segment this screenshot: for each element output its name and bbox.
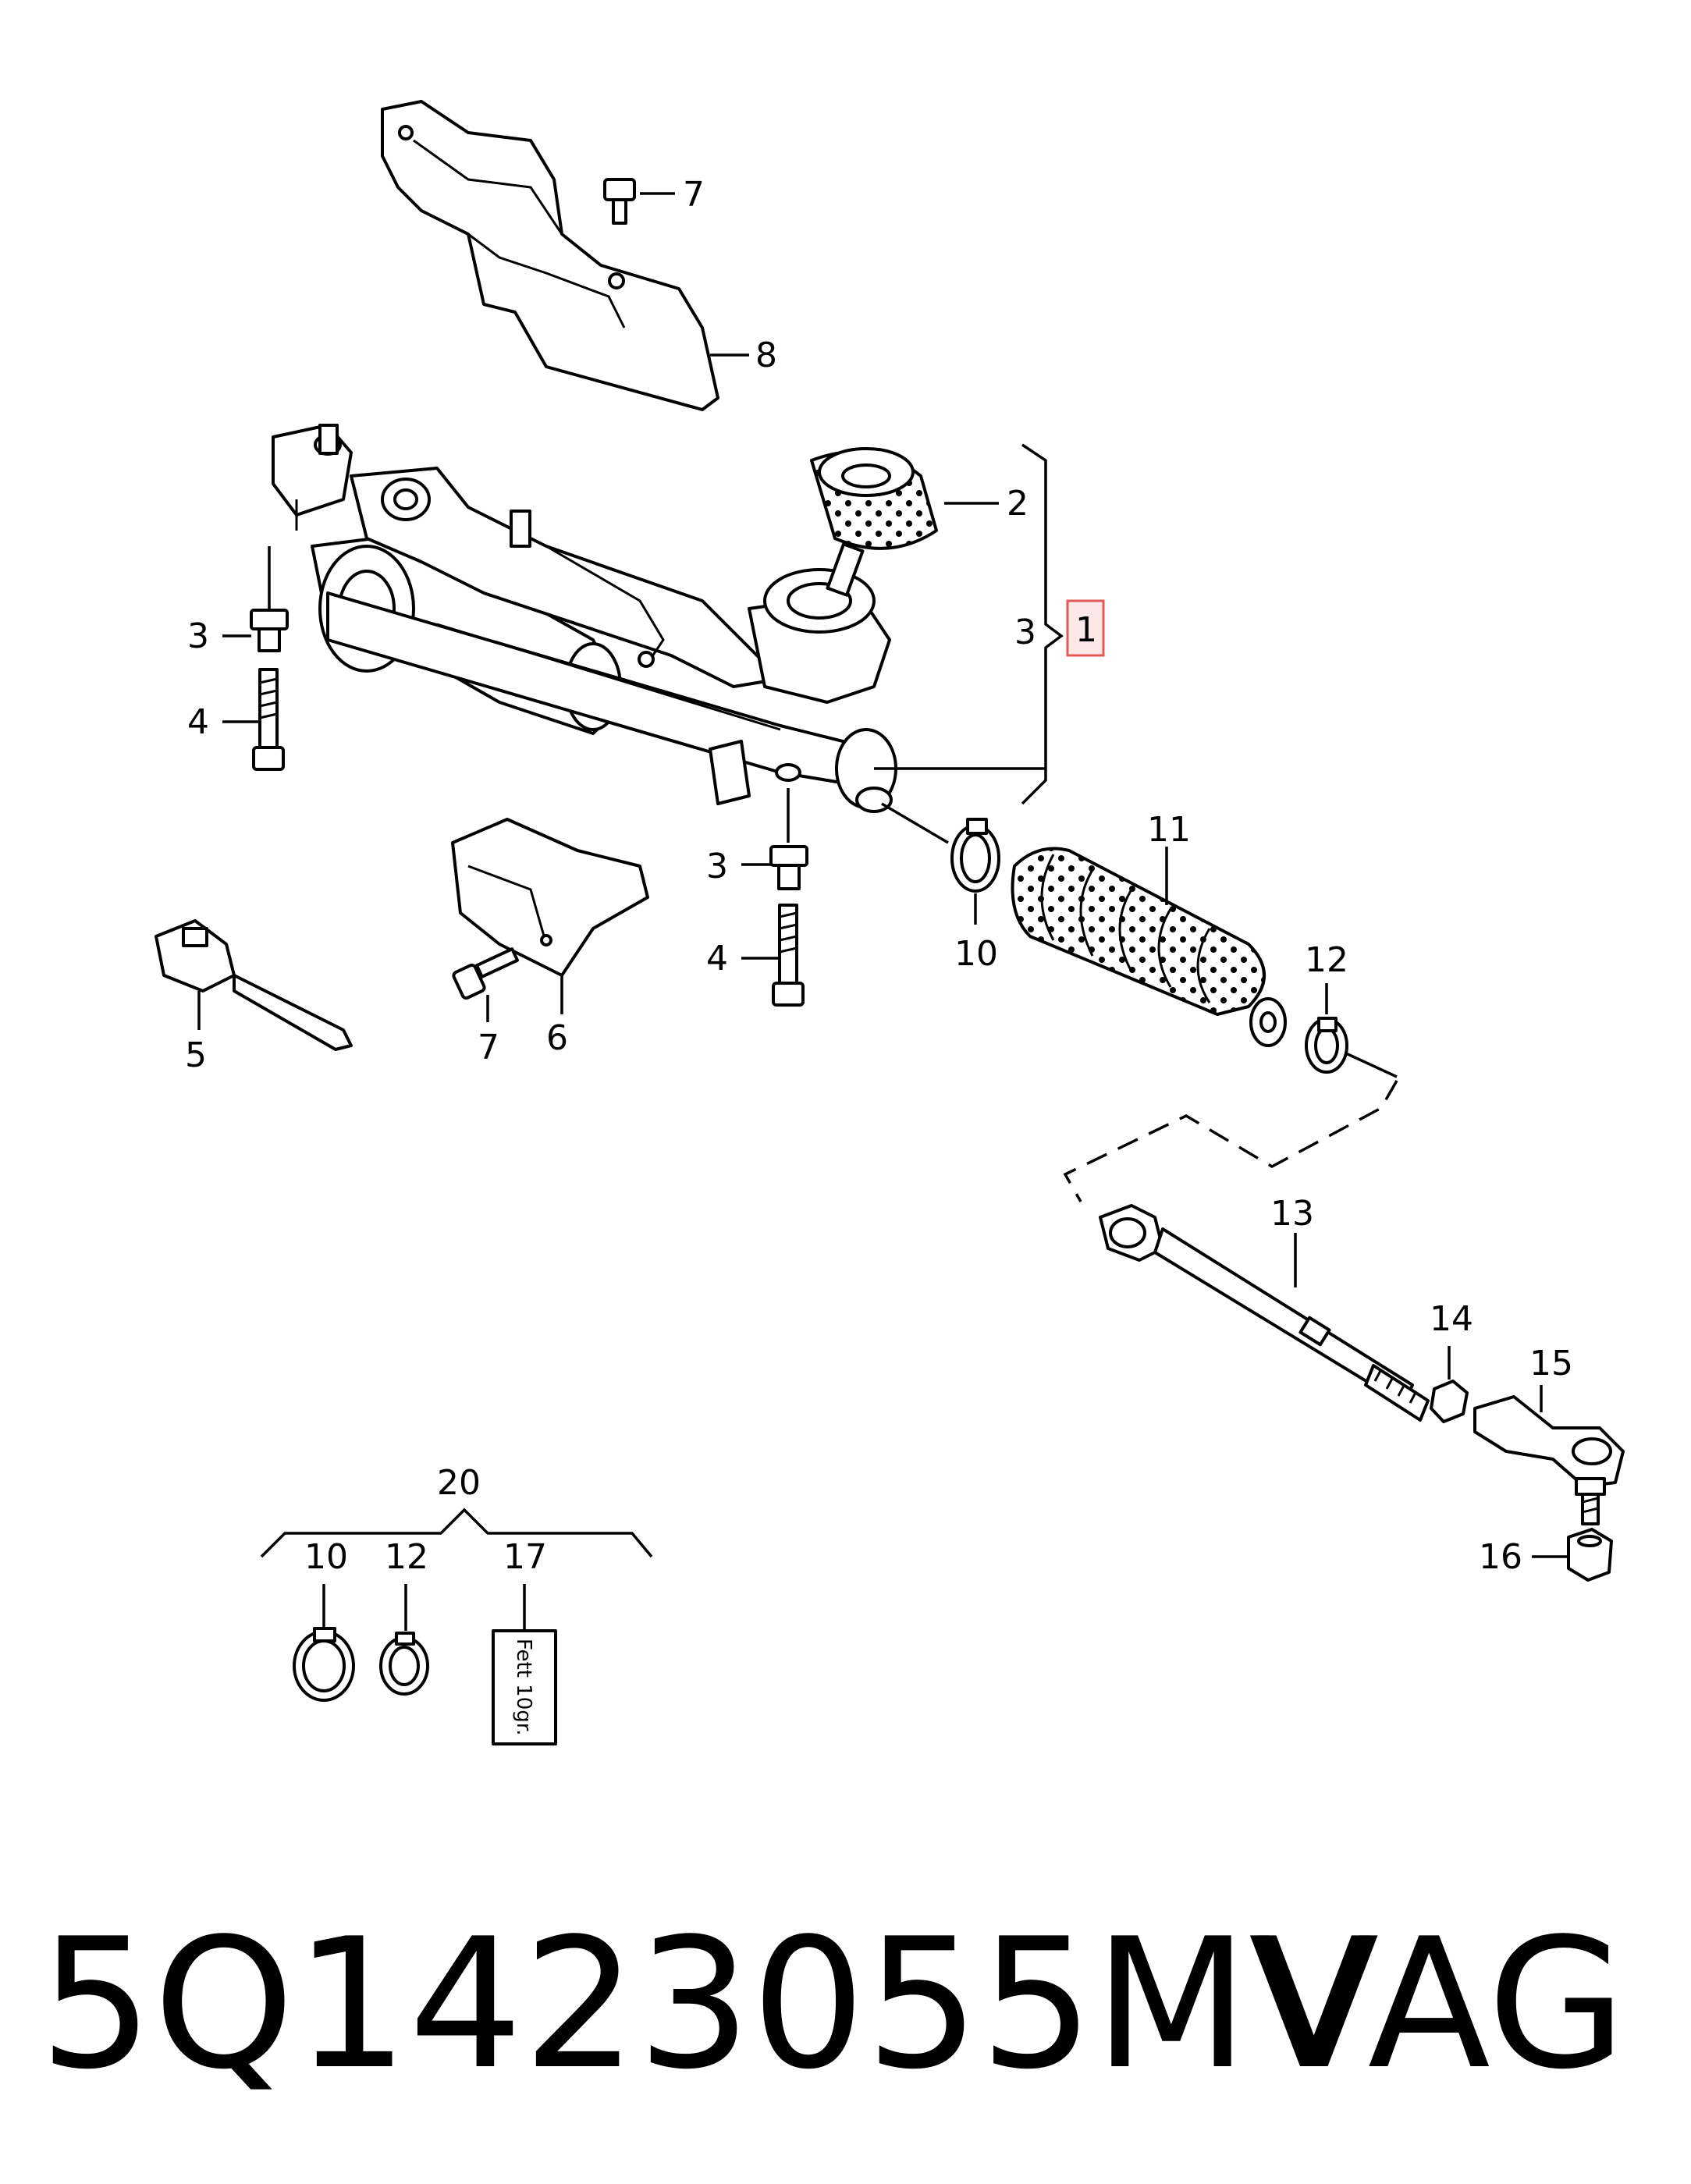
bushing-part-3-left xyxy=(222,546,289,652)
repair-kit-bracket-20 xyxy=(260,1507,653,1558)
boot-part-11 xyxy=(1011,847,1287,1047)
callout-10-kit: 10 xyxy=(304,1537,348,1577)
callout-7-top: 7 xyxy=(683,175,705,215)
tie-rod-end-part-15 xyxy=(1473,1385,1625,1525)
sensor-part-5 xyxy=(155,919,353,1051)
callout-12-kit: 12 xyxy=(385,1537,428,1577)
callout-1: 1 xyxy=(1075,610,1097,650)
bolt-part-4-left xyxy=(222,668,285,771)
pinion-seal-part-2 xyxy=(810,447,999,550)
shield-part-6 xyxy=(451,818,649,1014)
lock-nut-part-14 xyxy=(1430,1346,1469,1423)
brand: VAG xyxy=(1256,1901,1626,2109)
bolt-part-7-mid xyxy=(452,947,520,1022)
callout-6: 6 xyxy=(546,1018,568,1058)
assembly-bracket-1 xyxy=(874,443,1064,805)
bushing-part-3-mid xyxy=(741,788,808,890)
heat-shield-part-8 xyxy=(381,100,719,411)
callout-3-mid: 3 xyxy=(706,847,728,886)
grease-label: Fett 10gr. xyxy=(512,1639,535,1735)
clamp-part-10-kit xyxy=(293,1584,355,1702)
callout-2: 2 xyxy=(1007,484,1028,524)
dashed-connector xyxy=(1063,1080,1398,1202)
tie-rod-part-13 xyxy=(1099,1204,1430,1422)
part-number: 5Q1423055MV xyxy=(39,1901,1371,2109)
steering-rack-part-1 xyxy=(272,424,897,813)
callout-5: 5 xyxy=(185,1035,207,1075)
clamp-part-12 xyxy=(1305,983,1398,1078)
bolt-part-4-mid xyxy=(741,904,805,1007)
clamp-part-12-kit xyxy=(379,1584,429,1696)
nut-part-16 xyxy=(1532,1528,1613,1582)
callout-11: 11 xyxy=(1147,810,1191,850)
callout-7-mid: 7 xyxy=(478,1028,499,1067)
callout-3-left: 3 xyxy=(187,616,209,656)
callout-17: 17 xyxy=(503,1537,547,1577)
callout-10: 10 xyxy=(954,934,998,974)
callout-4-mid: 4 xyxy=(706,939,728,978)
callout-12: 12 xyxy=(1305,940,1348,980)
callout-4-left: 4 xyxy=(187,702,209,742)
callout-8: 8 xyxy=(755,336,777,375)
callout-15: 15 xyxy=(1529,1344,1573,1383)
callout-13: 13 xyxy=(1270,1194,1314,1234)
callout-14: 14 xyxy=(1430,1299,1473,1339)
callout-20: 20 xyxy=(437,1463,481,1503)
bolt-part-7-top xyxy=(603,178,675,225)
grease-packet-part-17: Fett 10gr. xyxy=(492,1584,557,1745)
callout-3-group: 3 xyxy=(1014,613,1036,652)
clamp-part-10 xyxy=(881,802,1000,925)
callout-16: 16 xyxy=(1479,1537,1522,1577)
highlight-box-1 xyxy=(1066,599,1105,657)
